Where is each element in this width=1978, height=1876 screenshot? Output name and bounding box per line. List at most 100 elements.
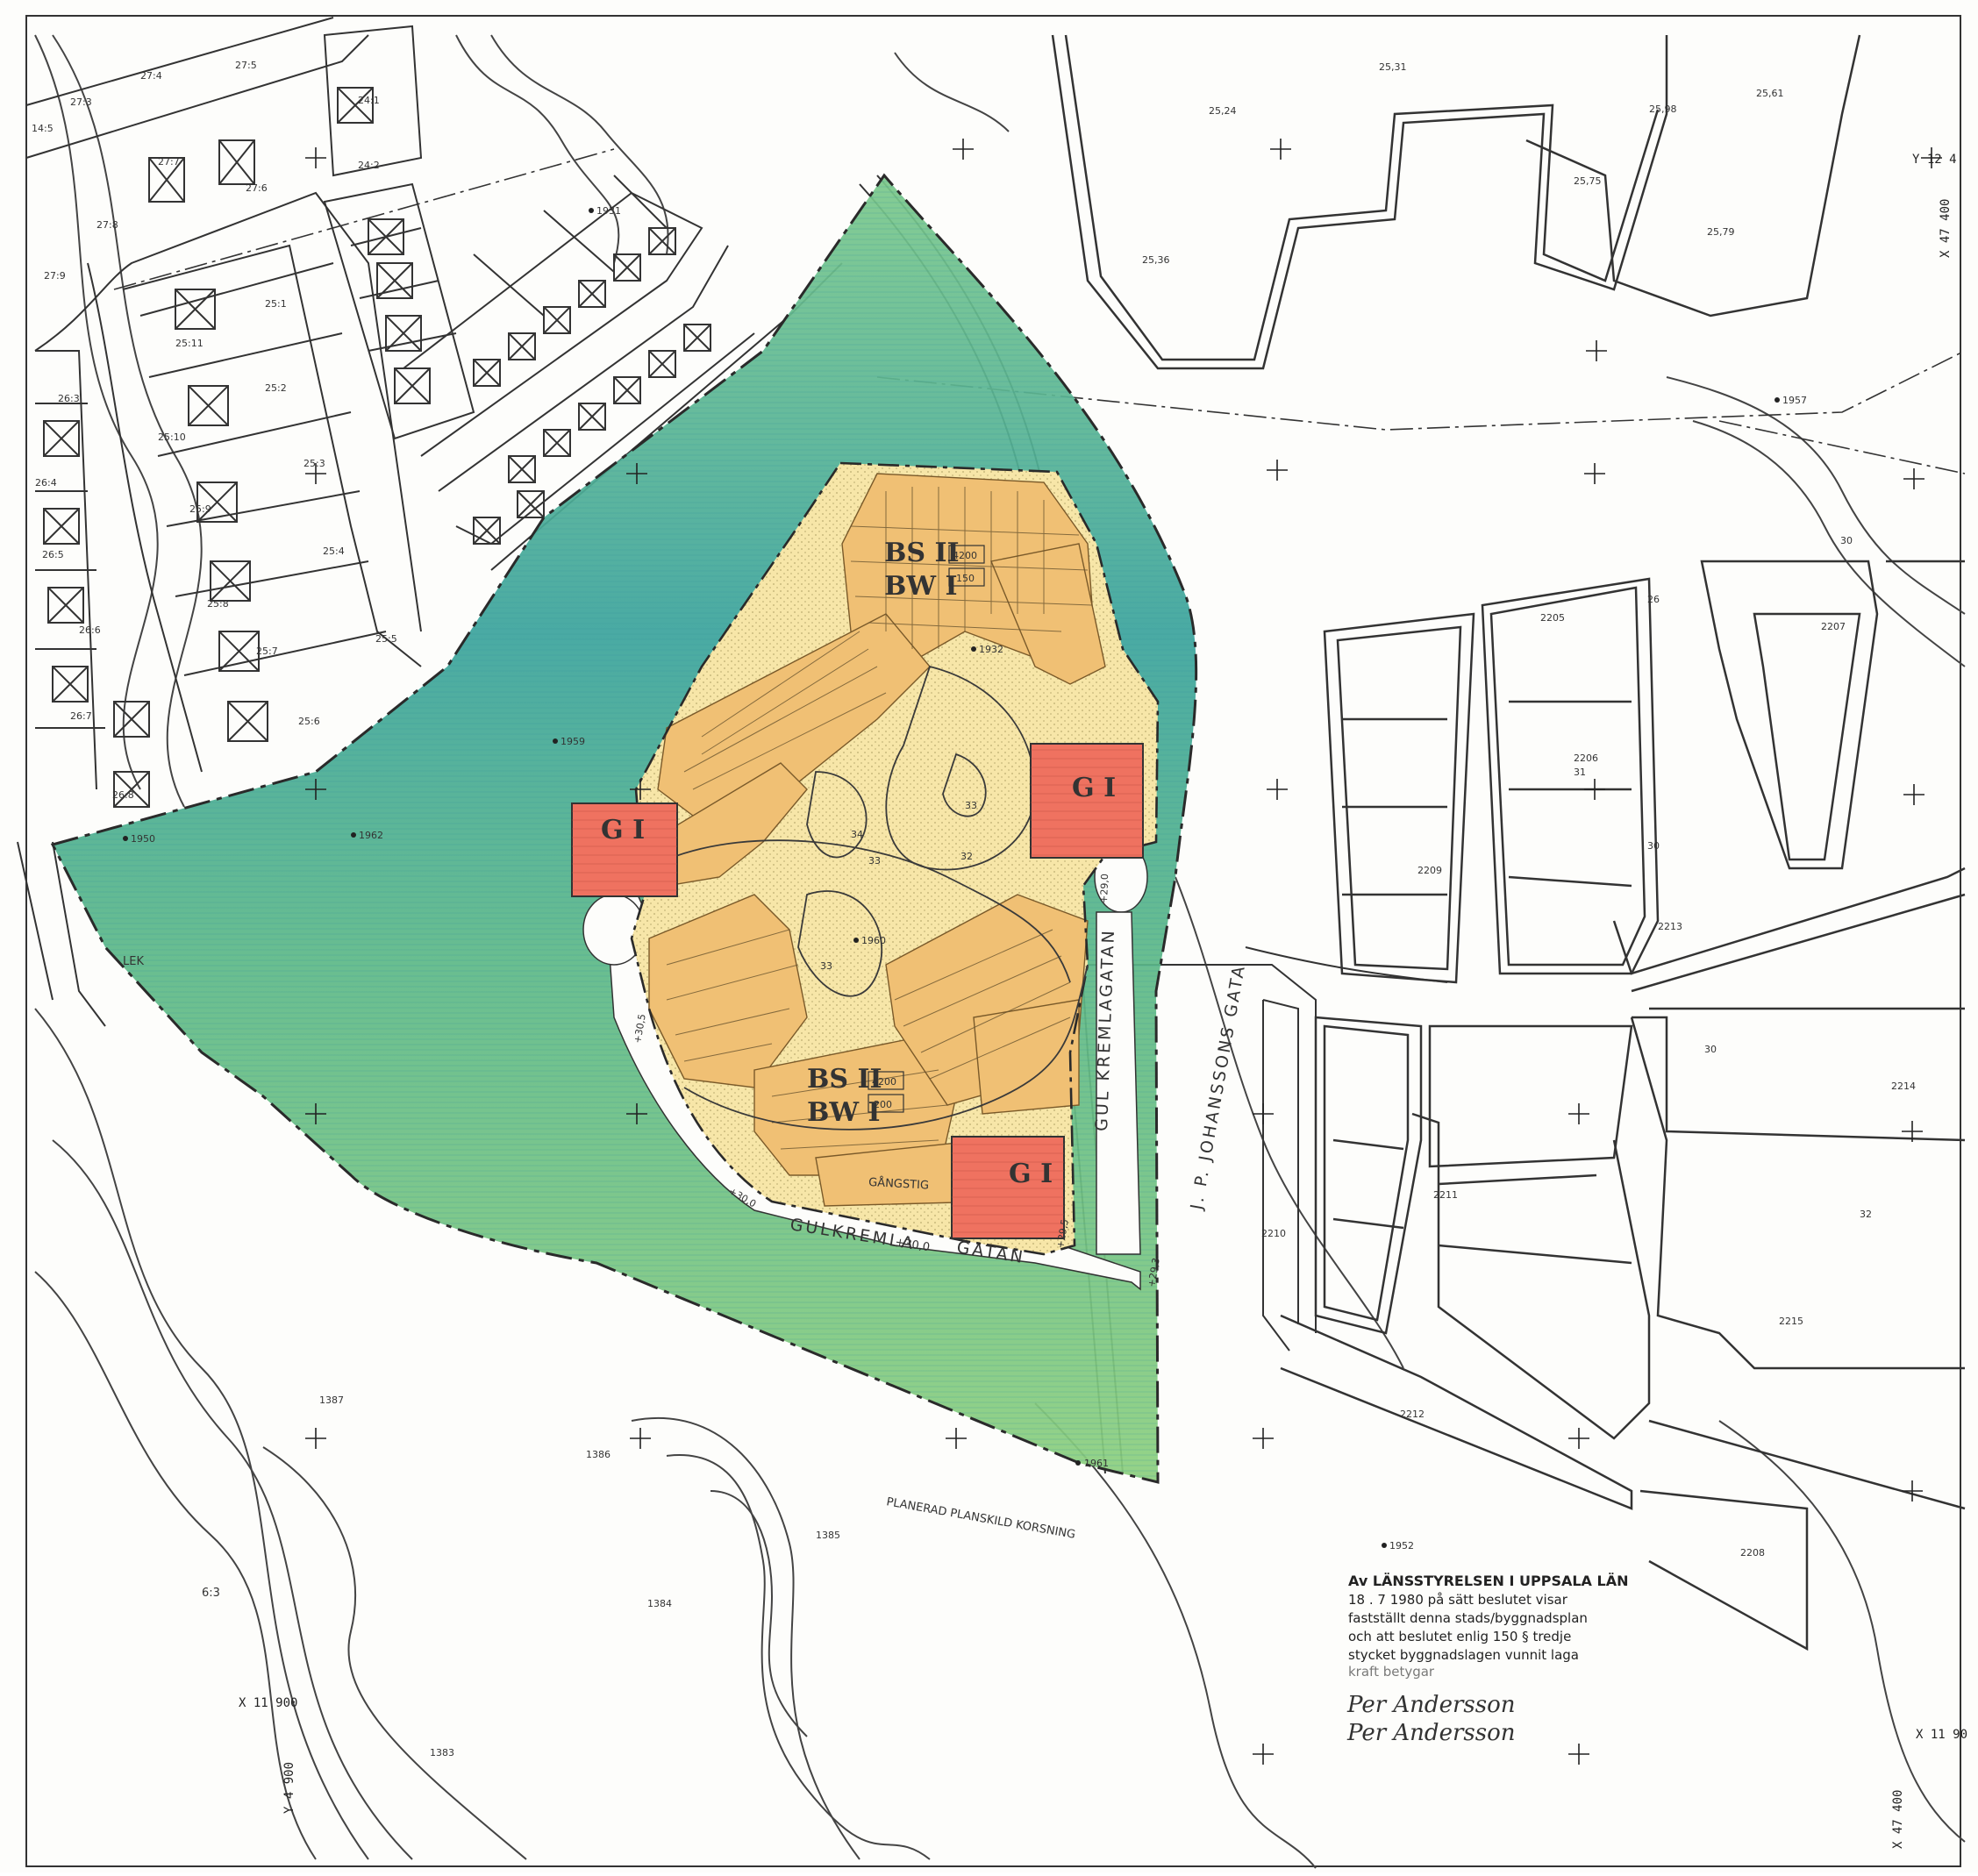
parcel-26-4: 26:4 bbox=[35, 477, 57, 489]
benchmark-dot-icon bbox=[971, 646, 976, 652]
level-25-24: 25,24 bbox=[1209, 105, 1237, 117]
survey-cross-icon bbox=[305, 1103, 326, 1124]
parcel-2214: 2214 bbox=[1891, 1081, 1916, 1092]
east-strip bbox=[1096, 911, 1141, 1255]
parcel-27-8: 27:8 bbox=[96, 219, 118, 231]
garage-zones bbox=[571, 743, 1144, 1239]
parcel-26-5: 26:5 bbox=[42, 549, 64, 560]
zone-south-label: BS II BW I 4200 200 bbox=[807, 1064, 904, 1128]
parcel-25-4: 25:4 bbox=[323, 546, 345, 557]
benchmarks: 1931 1932 1950 1959 1962 1960 1961 1957 … bbox=[123, 205, 1807, 1758]
utility-line-t bbox=[113, 148, 1966, 474]
parcel-27-9: 27:9 bbox=[44, 270, 66, 282]
benchmark-1950: 1950 bbox=[131, 833, 155, 845]
parcel-27-5: 27:5 bbox=[235, 60, 257, 71]
parcel-26-7: 26:7 bbox=[70, 710, 92, 722]
parcel-26-8: 26:8 bbox=[112, 789, 134, 801]
parcel-25-1: 25:1 bbox=[265, 298, 287, 310]
benchmark-1959: 1959 bbox=[561, 736, 585, 747]
benchmark-1931: 1931 bbox=[596, 205, 621, 217]
parcel-6-3: 6:3 bbox=[202, 1587, 220, 1600]
contour-label-10: 26 bbox=[1647, 594, 1660, 605]
parcel-2211: 2211 bbox=[1433, 1189, 1458, 1201]
parcel-24-1: 24:1 bbox=[358, 95, 380, 106]
contour-label-4: 32 bbox=[960, 851, 973, 862]
parcel-25-3: 25:3 bbox=[303, 458, 325, 469]
level-25-31: 25,31 bbox=[1379, 61, 1407, 73]
parcel-2207: 2207 bbox=[1821, 621, 1846, 632]
parcel-27-4: 27:4 bbox=[140, 70, 162, 82]
contour-lines bbox=[34, 34, 1966, 1869]
survey-cross-icon bbox=[305, 147, 326, 168]
survey-cross-icon bbox=[1921, 147, 1942, 168]
benchmark-dot-icon bbox=[123, 836, 128, 841]
coord-x-right-bottom: X 11 90 bbox=[1916, 1728, 1967, 1742]
benchmark-1383: 1383 bbox=[430, 1747, 454, 1758]
height-h2: +29,0 bbox=[1098, 874, 1110, 903]
survey-cross-icon bbox=[1253, 1428, 1274, 1449]
contour-label-1: 33 bbox=[965, 800, 977, 811]
survey-cross-icon bbox=[1253, 1103, 1274, 1124]
height-h4: +29,5 bbox=[1054, 1218, 1071, 1249]
survey-cross-icon bbox=[1586, 340, 1607, 361]
height-h1: +30,5 bbox=[632, 1013, 648, 1044]
zone-south-area1: 4200 bbox=[872, 1076, 896, 1088]
benchmark-1957: 1957 bbox=[1782, 395, 1807, 406]
approval-line3: fastställt denna stads/byggnadsplan bbox=[1348, 1610, 1588, 1626]
coord-x-top-right: X 47 400 bbox=[1939, 199, 1953, 258]
playground-label: LEK bbox=[123, 955, 144, 968]
benchmark-1960: 1960 bbox=[861, 935, 886, 946]
parcel-25-7: 25:7 bbox=[256, 646, 278, 657]
building-footprints bbox=[648, 473, 1106, 1207]
parcel-2215: 2215 bbox=[1779, 1316, 1803, 1327]
contour-label-3: 33 bbox=[868, 855, 881, 867]
height-h5: +29,3 bbox=[1146, 1257, 1162, 1288]
benchmark-1962: 1962 bbox=[359, 830, 383, 841]
path-gangstig: GÅNGSTIG bbox=[868, 1175, 930, 1193]
benchmark-dot-icon bbox=[589, 208, 594, 213]
survey-cross-icon bbox=[1903, 468, 1924, 489]
parcel-14-5: 14:5 bbox=[32, 123, 54, 134]
parcel-27-7: 27:7 bbox=[158, 156, 180, 168]
map-frame bbox=[25, 15, 1961, 1867]
building-gridlines bbox=[666, 487, 1093, 1150]
zone-north-code1: BS II bbox=[884, 538, 960, 568]
parcel-25-6: 25:6 bbox=[298, 716, 320, 727]
contour-label-8: 30 bbox=[1704, 1044, 1717, 1055]
level-25-36: 25,36 bbox=[1142, 254, 1170, 266]
survey-cross-icon bbox=[1568, 1744, 1589, 1765]
street-gulkremla-height: +30,0 bbox=[894, 1236, 931, 1254]
survey-crosses bbox=[305, 139, 1942, 1765]
approval-line1: Av LÄNSSTYRELSEN I UPPSALA LÄN bbox=[1348, 1573, 1628, 1589]
survey-cross-icon bbox=[1267, 779, 1288, 800]
ne-block bbox=[1051, 34, 1861, 370]
survey-cross-icon bbox=[1267, 460, 1288, 481]
survey-cross-icon bbox=[305, 463, 326, 484]
parcel-labels-west: 27:5 27:4 27:3 27:6 27:7 27:8 27:9 24:1 … bbox=[32, 60, 397, 801]
zone-north-area2: 150 bbox=[956, 573, 975, 584]
parcel-labels-east: 2205 2207 2206 31 2209 2213 2214 2211 22… bbox=[202, 612, 1916, 1600]
approval-line6: kraft betygar bbox=[1348, 1664, 1435, 1680]
parcel-24-2: 24:2 bbox=[358, 160, 380, 171]
ne-level-labels: 25,31 25,24 25,98 25,61 25,75 25,79 25,3… bbox=[1142, 61, 1784, 266]
survey-cross-icon bbox=[305, 1428, 326, 1449]
approval-line5: stycket byggnadslagen vunnit laga bbox=[1348, 1647, 1579, 1663]
approval-line2: 18 . 7 1980 på sätt beslutet visar bbox=[1348, 1592, 1568, 1608]
approval-line4: och att beslutet enlig 150 § tredje bbox=[1348, 1629, 1571, 1644]
parcel-27-6: 27:6 bbox=[246, 182, 268, 194]
parcel-25-10: 25:10 bbox=[158, 432, 186, 443]
nw-houses bbox=[43, 87, 711, 808]
internal-contours bbox=[666, 665, 1089, 1131]
survey-cross-icon bbox=[1584, 779, 1605, 800]
benchmark-1385: 1385 bbox=[816, 1530, 840, 1541]
parcel-25-9: 25:9 bbox=[189, 503, 211, 515]
contour-label-9: 32 bbox=[1860, 1209, 1872, 1220]
level-25-75: 25,75 bbox=[1574, 175, 1602, 187]
survey-cross-icon bbox=[953, 139, 974, 160]
coord-x-right-bottom-vertical: X 47 400 bbox=[1891, 1790, 1905, 1849]
survey-cross-icon bbox=[1270, 139, 1291, 160]
green-park-boundary bbox=[50, 173, 1198, 1484]
garage-label-south: G I bbox=[1009, 1159, 1053, 1189]
